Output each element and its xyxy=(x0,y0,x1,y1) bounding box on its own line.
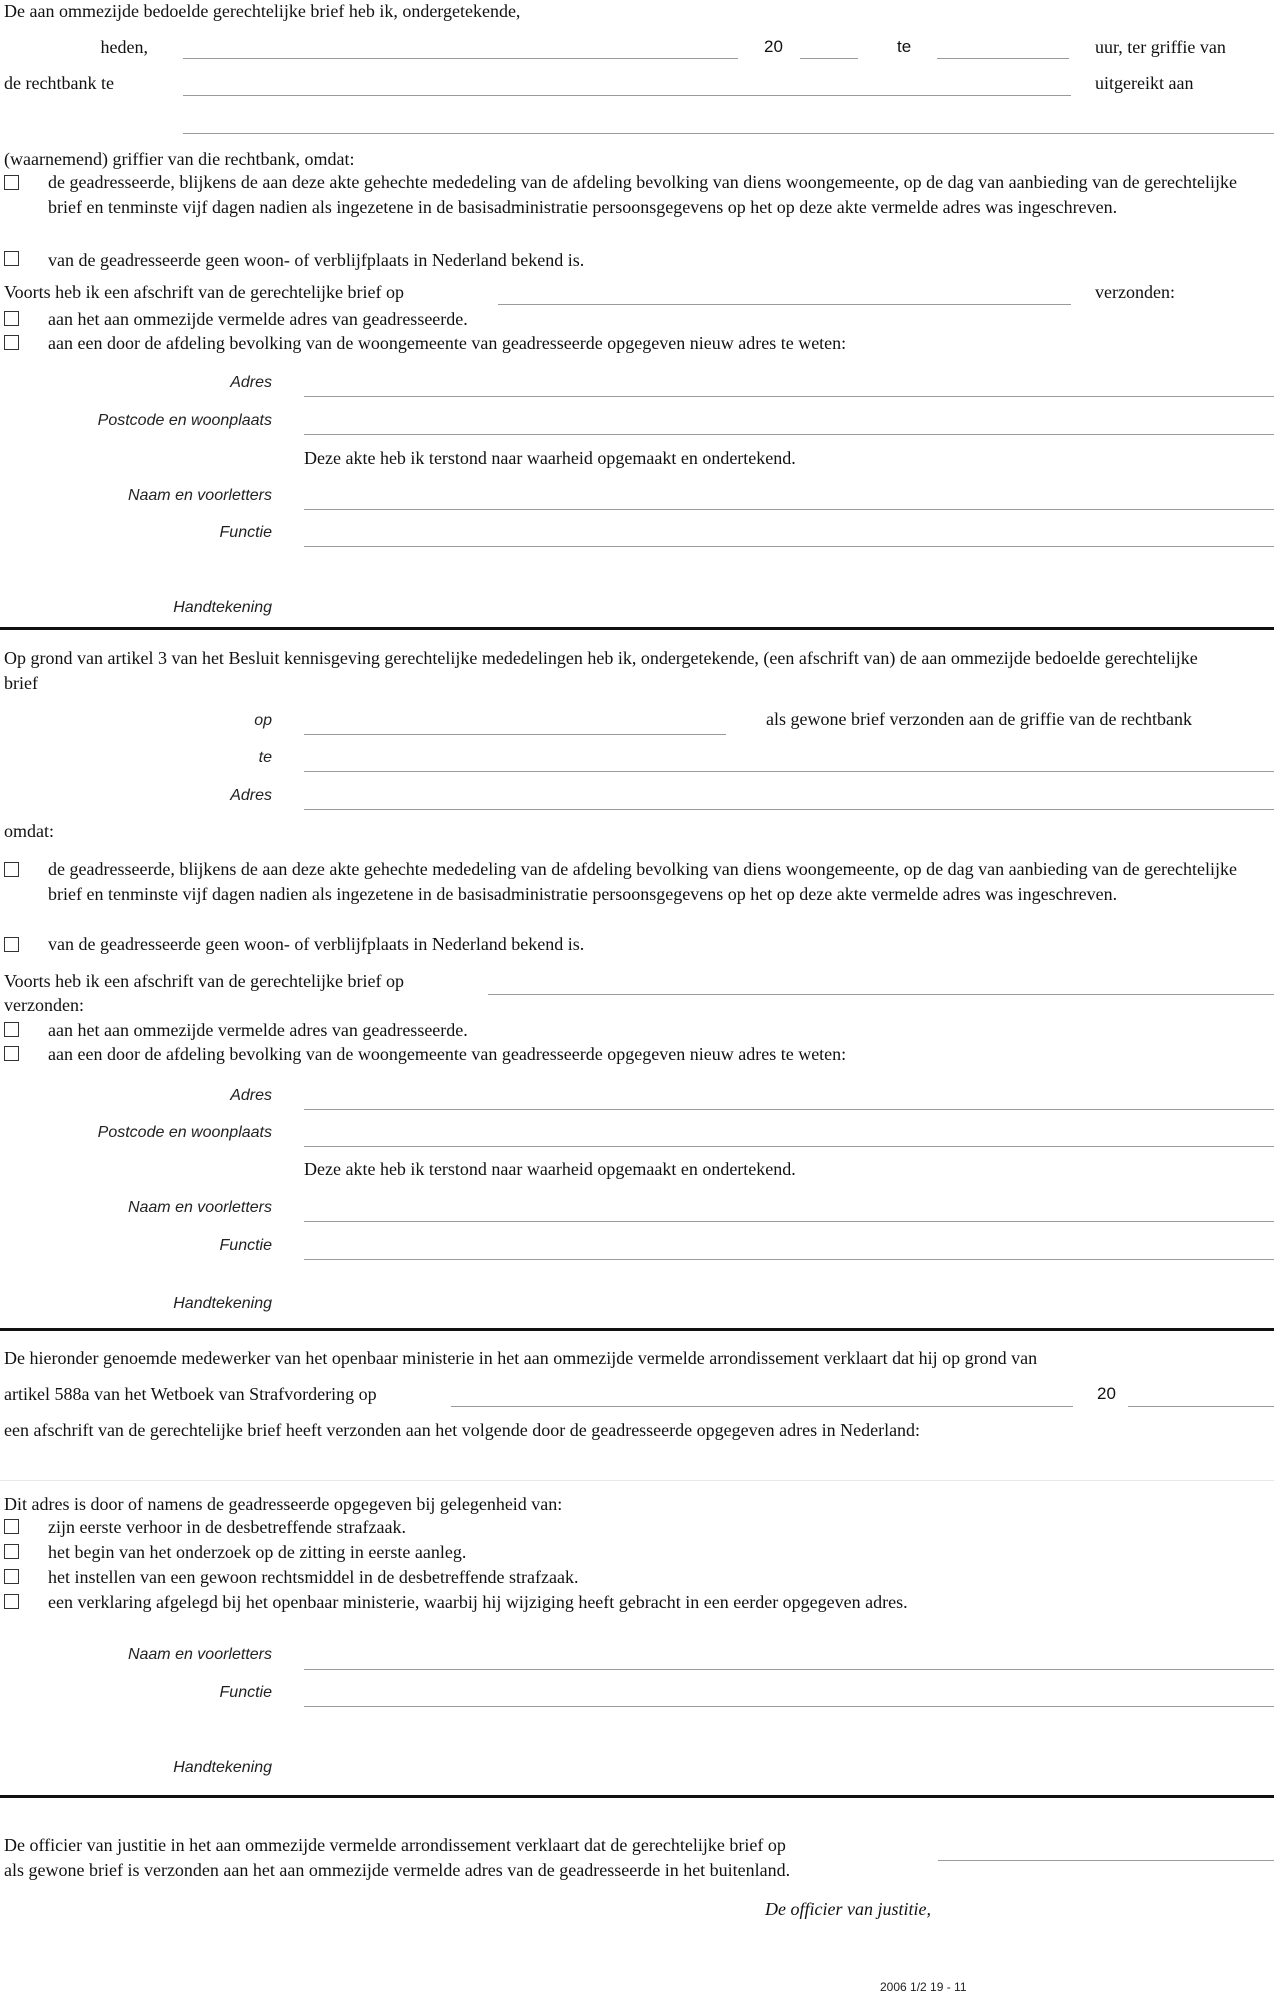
op-date-input[interactable] xyxy=(304,712,726,735)
s2-naam-label: Naam en voorletters xyxy=(127,1199,272,1216)
section3-intro: De hieronder genoemde medewerker van het… xyxy=(4,1348,1038,1368)
reason-checkbox-1[interactable] xyxy=(4,175,19,190)
s2-send-option-checkbox-2[interactable] xyxy=(4,1046,19,1061)
postcode-label: Postcode en woonplaats xyxy=(97,412,272,429)
occasion-checkbox-1[interactable] xyxy=(4,1519,19,1534)
s2-declaration-text: Deze akte heb ik terstond naar waarheid … xyxy=(304,1159,796,1179)
s3-date-input[interactable] xyxy=(451,1384,1073,1407)
te-input[interactable] xyxy=(304,749,1274,772)
section-divider xyxy=(0,1795,1274,1798)
s3-naam-label: Naam en voorletters xyxy=(127,1646,272,1663)
s2-reason-checkbox-2[interactable] xyxy=(4,937,19,952)
time-input[interactable] xyxy=(937,36,1069,59)
s2-send-option-text-1: aan het aan ommezijde vermelde adres van… xyxy=(48,1020,468,1040)
functie-input[interactable] xyxy=(304,524,1274,547)
naam-label: Naam en voorletters xyxy=(127,487,272,504)
naam-input[interactable] xyxy=(304,487,1274,510)
reason-text-2: van de geadresseerde geen woon- of verbl… xyxy=(48,250,585,270)
s2-send-option-text-2: aan een door de afdeling bevolking van d… xyxy=(48,1044,847,1064)
adres-label-2: Adres xyxy=(230,787,272,804)
uur-label: uur, ter griffie van xyxy=(1095,37,1226,57)
heden-date-input[interactable] xyxy=(183,36,738,59)
s2-verzonden-label: verzonden: xyxy=(4,995,84,1015)
form-code: 2006 1/2 19 - 11 xyxy=(880,1980,967,1994)
reason-text-1: de geadresseerde, blijkens de aan deze a… xyxy=(48,172,1238,217)
occasion-checkbox-3[interactable] xyxy=(4,1569,19,1584)
reason-checkbox-2[interactable] xyxy=(4,251,19,266)
send-option-checkbox-1[interactable] xyxy=(4,311,19,326)
s3-handtekening-label: Handtekening xyxy=(173,1759,272,1776)
rechtbank-input[interactable] xyxy=(183,73,1071,96)
functie-label: Functie xyxy=(219,524,272,541)
occasion-text-1: zijn eerste verhoor in de desbetreffende… xyxy=(48,1517,406,1537)
declaration-text: Deze akte heb ik terstond naar waarheid … xyxy=(304,448,796,468)
op-label: op xyxy=(254,712,272,729)
section1-intro: De aan ommezijde bedoelde gerechtelijke … xyxy=(4,1,521,21)
s2-postcode-label: Postcode en woonplaats xyxy=(97,1124,272,1141)
afschrift-text: een afschrift van de gerechtelijke brief… xyxy=(4,1420,921,1440)
s2-adres-label: Adres xyxy=(230,1087,272,1104)
heden-label: heden, xyxy=(100,37,148,57)
s2-postcode-input[interactable] xyxy=(304,1124,1274,1147)
voorts-text: Voorts heb ik een afschrift van de gerec… xyxy=(4,282,405,302)
recipient-input[interactable] xyxy=(183,111,1274,134)
section-divider xyxy=(0,627,1274,630)
s2-send-option-checkbox-1[interactable] xyxy=(4,1022,19,1037)
signature-area[interactable] xyxy=(304,560,1274,620)
officier-signature-area[interactable] xyxy=(765,1925,1165,1975)
s2-signature-area[interactable] xyxy=(304,1265,1274,1320)
dit-adres-text: Dit adres is door of namens de geadresse… xyxy=(4,1494,563,1514)
s2-adres-input[interactable] xyxy=(304,1087,1274,1110)
year-prefix: 20 xyxy=(764,37,783,56)
officier-line-2: als gewone brief is verzonden aan het aa… xyxy=(4,1860,791,1880)
send-option-text-2: aan een door de afdeling bevolking van d… xyxy=(48,333,847,353)
s2-functie-label: Functie xyxy=(219,1237,272,1254)
s2-reason-checkbox-1[interactable] xyxy=(4,862,19,877)
officier-signature-label: De officier van justitie, xyxy=(765,1899,931,1919)
handtekening-label: Handtekening xyxy=(173,599,272,616)
artikel-text: artikel 588a van het Wetboek van Strafvo… xyxy=(4,1384,377,1404)
year-input[interactable] xyxy=(800,36,858,59)
section-divider xyxy=(0,1328,1274,1331)
send-option-checkbox-2[interactable] xyxy=(4,335,19,350)
omdat-label: omdat: xyxy=(4,821,54,841)
s3-naam-input[interactable] xyxy=(304,1647,1274,1670)
postcode-input[interactable] xyxy=(304,412,1274,435)
adres-label: Adres xyxy=(230,374,272,391)
gewone-brief-text: als gewone brief verzonden aan de griffi… xyxy=(766,709,1192,729)
send-option-text-1: aan het aan ommezijde vermelde adres van… xyxy=(48,309,468,329)
s2-functie-input[interactable] xyxy=(304,1237,1274,1260)
verzonden-label: verzonden: xyxy=(1095,282,1175,302)
section2-intro: Op grond van artikel 3 van het Besluit k… xyxy=(4,648,1198,693)
occasion-text-3: het instellen van een gewoon rechtsmidde… xyxy=(48,1567,579,1587)
s3-year-input[interactable] xyxy=(1128,1384,1274,1407)
officier-line-1: De officier van justitie in het aan omme… xyxy=(4,1835,786,1855)
officier-date-input[interactable] xyxy=(938,1838,1274,1861)
occasion-checkbox-4[interactable] xyxy=(4,1594,19,1609)
s2-reason-text-1: de geadresseerde, blijkens de aan deze a… xyxy=(48,859,1238,904)
s3-functie-input[interactable] xyxy=(304,1684,1274,1707)
te-label-2: te xyxy=(258,749,272,766)
occasion-checkbox-2[interactable] xyxy=(4,1544,19,1559)
s3-year-prefix: 20 xyxy=(1097,1384,1116,1403)
griffier-text: (waarnemend) griffier van die rechtbank,… xyxy=(4,149,355,169)
griffie-adres-input[interactable] xyxy=(304,787,1274,810)
s2-naam-input[interactable] xyxy=(304,1199,1274,1222)
te-label: te xyxy=(897,37,912,56)
s3-functie-label: Functie xyxy=(219,1684,272,1701)
s2-reason-text-2: van de geadresseerde geen woon- of verbl… xyxy=(48,934,585,954)
adres-input[interactable] xyxy=(304,374,1274,397)
s2-handtekening-label: Handtekening xyxy=(173,1295,272,1312)
s3-signature-area[interactable] xyxy=(304,1715,1274,1780)
uitgereikt-label: uitgereikt aan xyxy=(1095,73,1194,93)
occasion-text-4: een verklaring afgelegd bij het openbaar… xyxy=(48,1592,908,1612)
rechtbank-label: de rechtbank te xyxy=(4,73,114,93)
s2-voorts-text: Voorts heb ik een afschrift van de gerec… xyxy=(4,971,405,991)
occasion-text-2: het begin van het onderzoek op de zittin… xyxy=(48,1542,467,1562)
light-divider xyxy=(0,1480,1274,1481)
s2-voorts-date-input[interactable] xyxy=(488,972,1274,995)
voorts-date-input[interactable] xyxy=(498,282,1071,305)
